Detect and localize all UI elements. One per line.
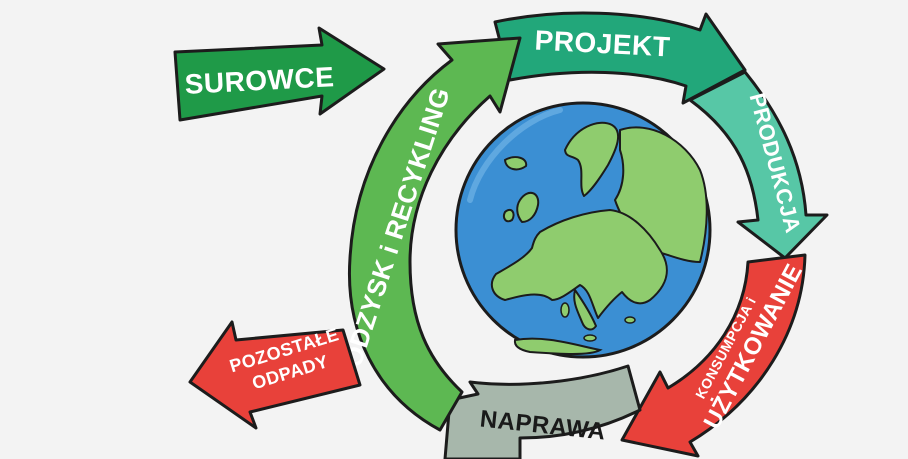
- projekt-arrow: PROJEKT: [493, 11, 747, 105]
- odpady-arrow: POZOSTAŁE ODPADY: [188, 320, 362, 430]
- europe-globe-icon: [454, 101, 712, 359]
- naprawa-arrow: NAPRAWA: [443, 364, 642, 459]
- surowce-arrow: SUROWCE: [173, 26, 386, 122]
- projekt-label: PROJEKT: [534, 24, 671, 62]
